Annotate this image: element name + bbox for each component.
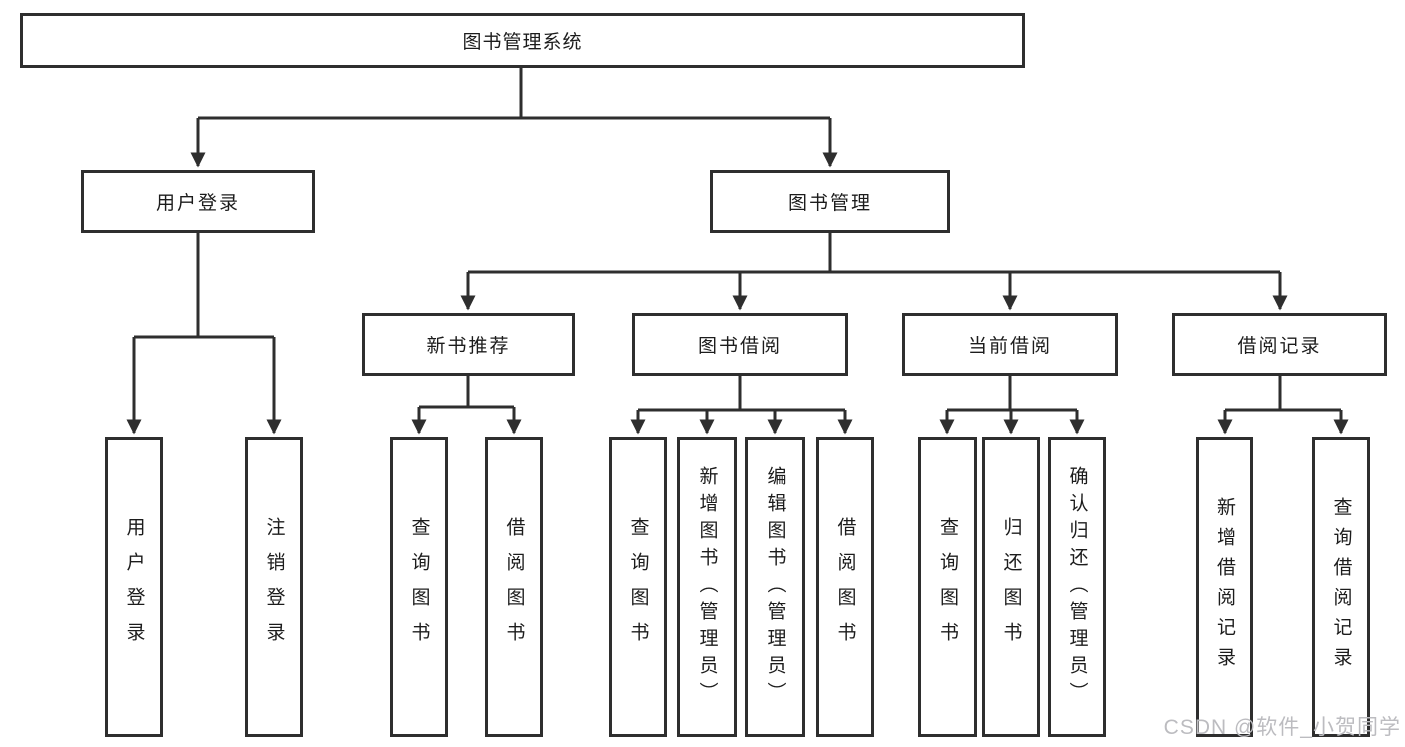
node-label: 借阅图书	[834, 517, 856, 657]
node-label: 新增图书（管理员）	[696, 465, 718, 709]
node-user-login: 用户登录	[81, 170, 315, 233]
leaf-borrow-books-borrowing: 借阅图书	[816, 437, 874, 737]
leaf-add-borrow-record: 新增借阅记录	[1196, 437, 1253, 737]
node-label: 借阅图书	[503, 517, 525, 657]
node-label: 图书管理系统	[462, 32, 583, 53]
node-label: 查询图书	[408, 517, 430, 657]
node-label: 归还图书	[1000, 517, 1022, 657]
leaf-query-borrow-record: 查询借阅记录	[1312, 437, 1370, 737]
leaf-query-books-borrowing: 查询图书	[609, 437, 667, 737]
leaf-query-books-recommend: 查询图书	[390, 437, 448, 737]
leaf-borrow-books-recommend: 借阅图书	[485, 437, 543, 737]
node-label: 查询借阅记录	[1330, 497, 1352, 677]
node-book-borrowing: 图书借阅	[632, 313, 848, 376]
leaf-return-books: 归还图书	[982, 437, 1040, 737]
node-label: 图书管理	[787, 193, 872, 214]
node-book-management: 图书管理	[710, 170, 950, 233]
node-current-borrowing: 当前借阅	[902, 313, 1118, 376]
node-new-book-recommend: 新书推荐	[362, 313, 575, 376]
node-label: 编辑图书（管理员）	[764, 465, 786, 709]
node-label: 查询图书	[937, 517, 958, 657]
node-label: 当前借阅	[967, 336, 1052, 357]
node-label: 图书借阅	[697, 336, 782, 357]
node-label: 用户登录	[123, 517, 145, 657]
leaf-confirm-return-admin: 确认归还（管理员）	[1048, 437, 1106, 737]
node-borrowing-records: 借阅记录	[1172, 313, 1387, 376]
node-label: 确认归还（管理员）	[1066, 465, 1088, 709]
leaf-add-books-admin: 新增图书（管理员）	[677, 437, 737, 737]
node-label: 新书推荐	[426, 336, 511, 357]
leaf-query-books-current: 查询图书	[918, 437, 977, 737]
node-label: 借阅记录	[1237, 336, 1322, 357]
node-label: 新增借阅记录	[1214, 497, 1235, 677]
leaf-edit-books-admin: 编辑图书（管理员）	[745, 437, 805, 737]
node-label: 用户登录	[155, 193, 240, 214]
leaf-user-login: 用户登录	[105, 437, 163, 737]
leaf-logout: 注销登录	[245, 437, 303, 737]
node-label: 注销登录	[263, 517, 285, 657]
node-library-management-system: 图书管理系统	[20, 13, 1025, 68]
node-label: 查询图书	[627, 517, 649, 657]
